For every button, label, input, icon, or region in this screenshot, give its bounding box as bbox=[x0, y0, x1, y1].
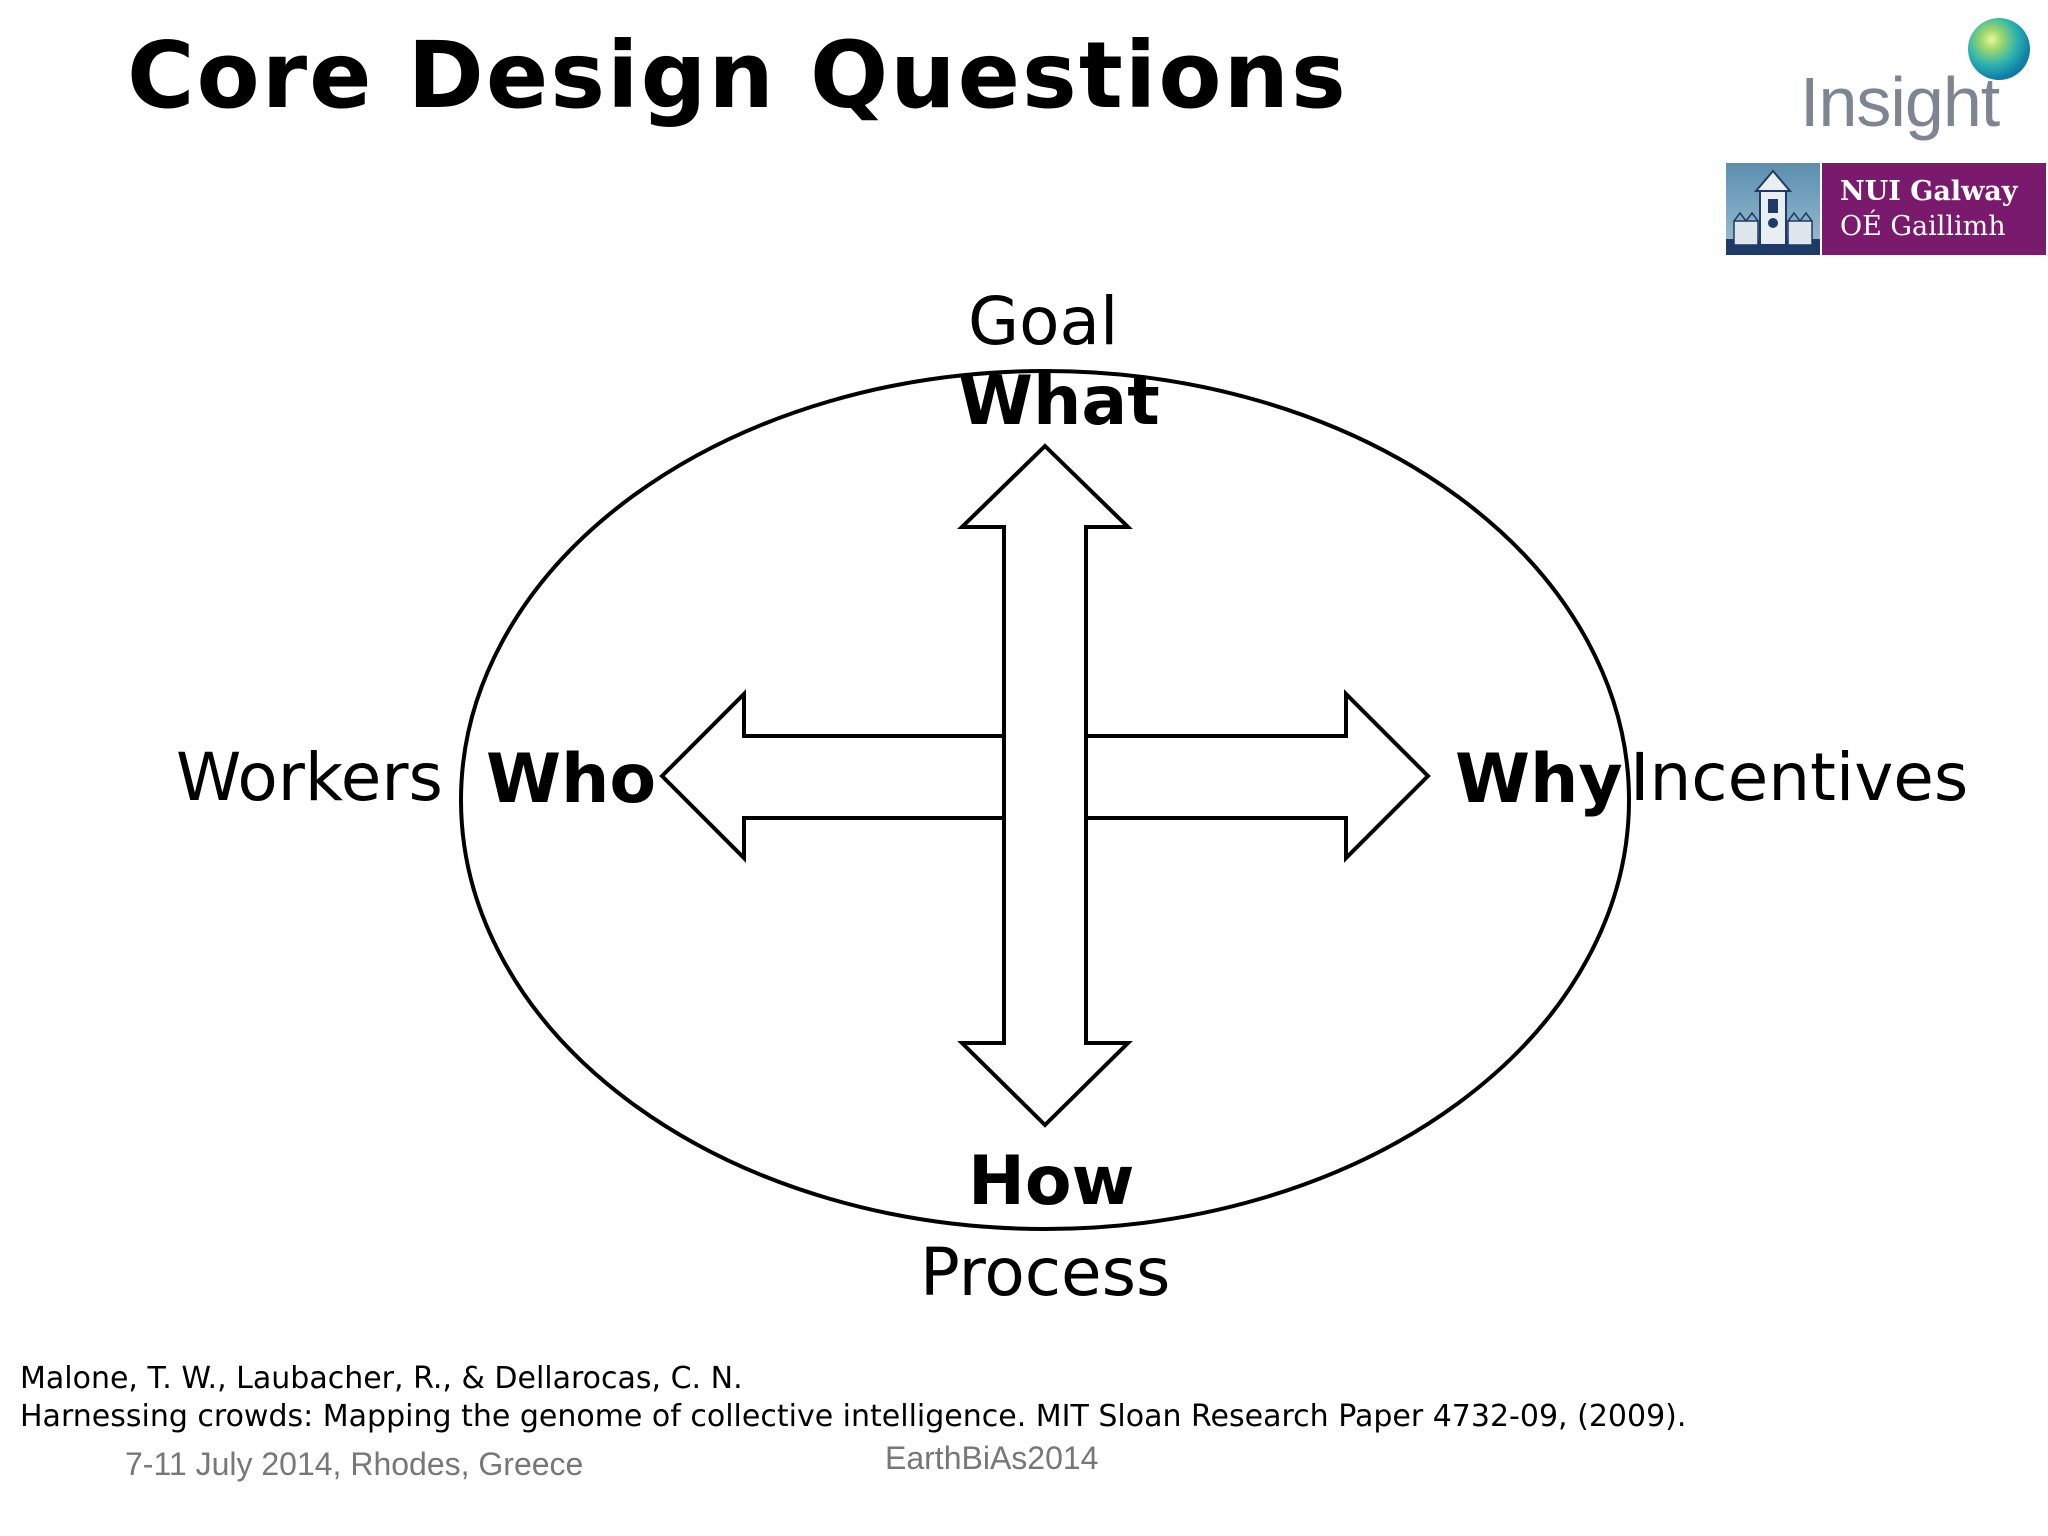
insight-logo-text: Insight bbox=[1800, 63, 2000, 141]
citation-authors: Malone, T. W., Laubacher, R., & Dellaroc… bbox=[20, 1361, 743, 1396]
who-label: Who bbox=[486, 740, 657, 819]
slide-title: Core Design Questions bbox=[127, 22, 1348, 129]
incentives-label: Incentives bbox=[1630, 739, 1969, 816]
diagram-ellipse bbox=[459, 369, 1631, 1231]
nui-galway-logo: NUI Galway OÉ Gaillimh bbox=[1726, 163, 2046, 255]
citation: Malone, T. W., Laubacher, R., & Dellaroc… bbox=[20, 1360, 1686, 1436]
how-label: How bbox=[968, 1142, 1135, 1221]
what-label: What bbox=[958, 362, 1160, 441]
nui-galway-irish-name: OÉ Gaillimh bbox=[1840, 211, 2006, 242]
insight-logo: Insight bbox=[1790, 18, 2040, 141]
citation-reference: Harnessing crowds: Mapping the genome of… bbox=[20, 1399, 1687, 1434]
insight-orb-icon bbox=[1968, 18, 2030, 80]
nui-tower-crest-icon bbox=[1726, 163, 1820, 255]
footer-date-location: 7-11 July 2014, Rhodes, Greece bbox=[125, 1446, 584, 1482]
workers-label: Workers bbox=[176, 739, 443, 816]
footer-event: EarthBiAs2014 bbox=[885, 1440, 1099, 1476]
process-label: Process bbox=[920, 1234, 1171, 1311]
vertical-double-arrow bbox=[957, 443, 1133, 1128]
nui-galway-name: NUI Galway bbox=[1840, 176, 2018, 207]
nui-galway-band: NUI Galway OÉ Gaillimh bbox=[1822, 163, 2046, 255]
goal-label: Goal bbox=[968, 283, 1119, 360]
why-label: Why bbox=[1455, 740, 1623, 819]
